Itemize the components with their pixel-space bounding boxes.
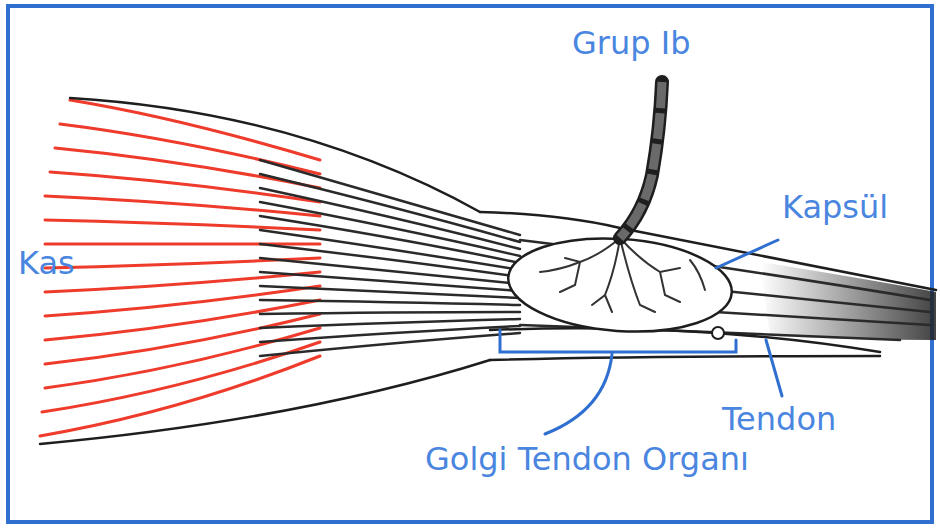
part-label: Tendon bbox=[722, 402, 836, 437]
part-label: Golgi Tendon Organı bbox=[425, 442, 749, 477]
capsule bbox=[505, 231, 735, 338]
muscle-outline bbox=[40, 98, 936, 444]
part-label: Kas bbox=[18, 246, 75, 281]
tendon-fibers bbox=[260, 160, 930, 356]
myelin-sheath bbox=[620, 82, 662, 238]
frame bbox=[8, 6, 932, 522]
capsule-end bbox=[712, 327, 724, 339]
nerve-endings bbox=[540, 238, 705, 312]
muscle-fibers bbox=[40, 100, 320, 436]
part-label: Grup Ib bbox=[572, 26, 690, 61]
part-label: Kapsül bbox=[782, 190, 888, 225]
nerve-fiber bbox=[620, 82, 662, 238]
